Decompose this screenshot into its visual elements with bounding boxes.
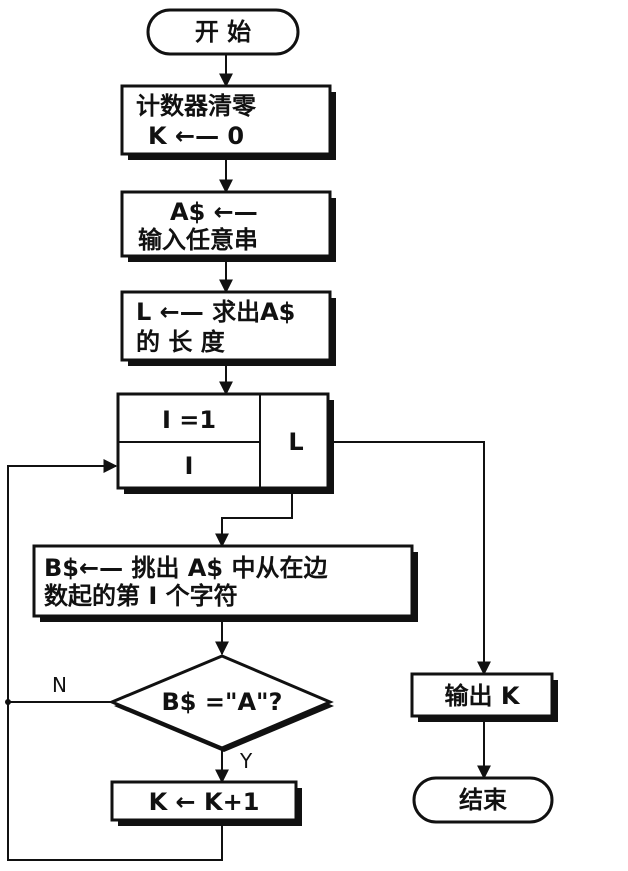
start-label: 开 始 — [195, 18, 251, 46]
output-box: 输出 K — [410, 672, 558, 722]
loop-limit-label: L — [288, 428, 303, 456]
edge-no-loop — [7, 459, 118, 703]
pick-char-box: B$←— 挑出 A$ 中从在边 数起的第 I 个字符 — [32, 544, 418, 622]
loop-init-label: I =1 — [162, 406, 216, 434]
edge-loop-pick — [215, 494, 293, 548]
pick-line1: B$←— 挑出 A$ 中从在边 — [44, 554, 328, 582]
no-label: N — [52, 673, 67, 697]
decision-diamond: B$ ="A"? — [108, 654, 334, 752]
loop-var-label: I — [185, 452, 194, 480]
yes-label: Y — [239, 749, 253, 773]
input-line1: A$ ←— — [170, 198, 258, 226]
end-terminal: 结束 — [412, 776, 554, 824]
start-terminal: 开 始 — [146, 8, 300, 56]
reset-line1: 计数器清零 — [136, 92, 257, 120]
length-box: L ←— 求出A$ 的 长 度 — [120, 290, 336, 366]
end-label: 结束 — [459, 786, 508, 814]
increment-label: K ← K+1 — [149, 788, 260, 816]
input-string-box: A$ ←— 输入任意串 — [120, 190, 336, 262]
length-line2: 的 长 度 — [136, 328, 226, 356]
increment-box: K ← K+1 — [110, 780, 302, 826]
decision-label: B$ ="A"? — [162, 688, 283, 716]
edge-increment-loop — [7, 702, 223, 861]
loop-box: I =1 I L — [116, 392, 334, 494]
reset-counter-box: 计数器清零 K ←— 0 — [120, 84, 336, 160]
length-line1: L ←— 求出A$ — [136, 298, 295, 326]
input-line2: 输入任意串 — [138, 226, 258, 254]
reset-line2: K ←— 0 — [148, 122, 244, 150]
pick-line2: 数起的第 I 个字符 — [44, 582, 238, 610]
output-label: 输出 K — [445, 682, 521, 710]
edge-loop-output — [334, 441, 491, 676]
